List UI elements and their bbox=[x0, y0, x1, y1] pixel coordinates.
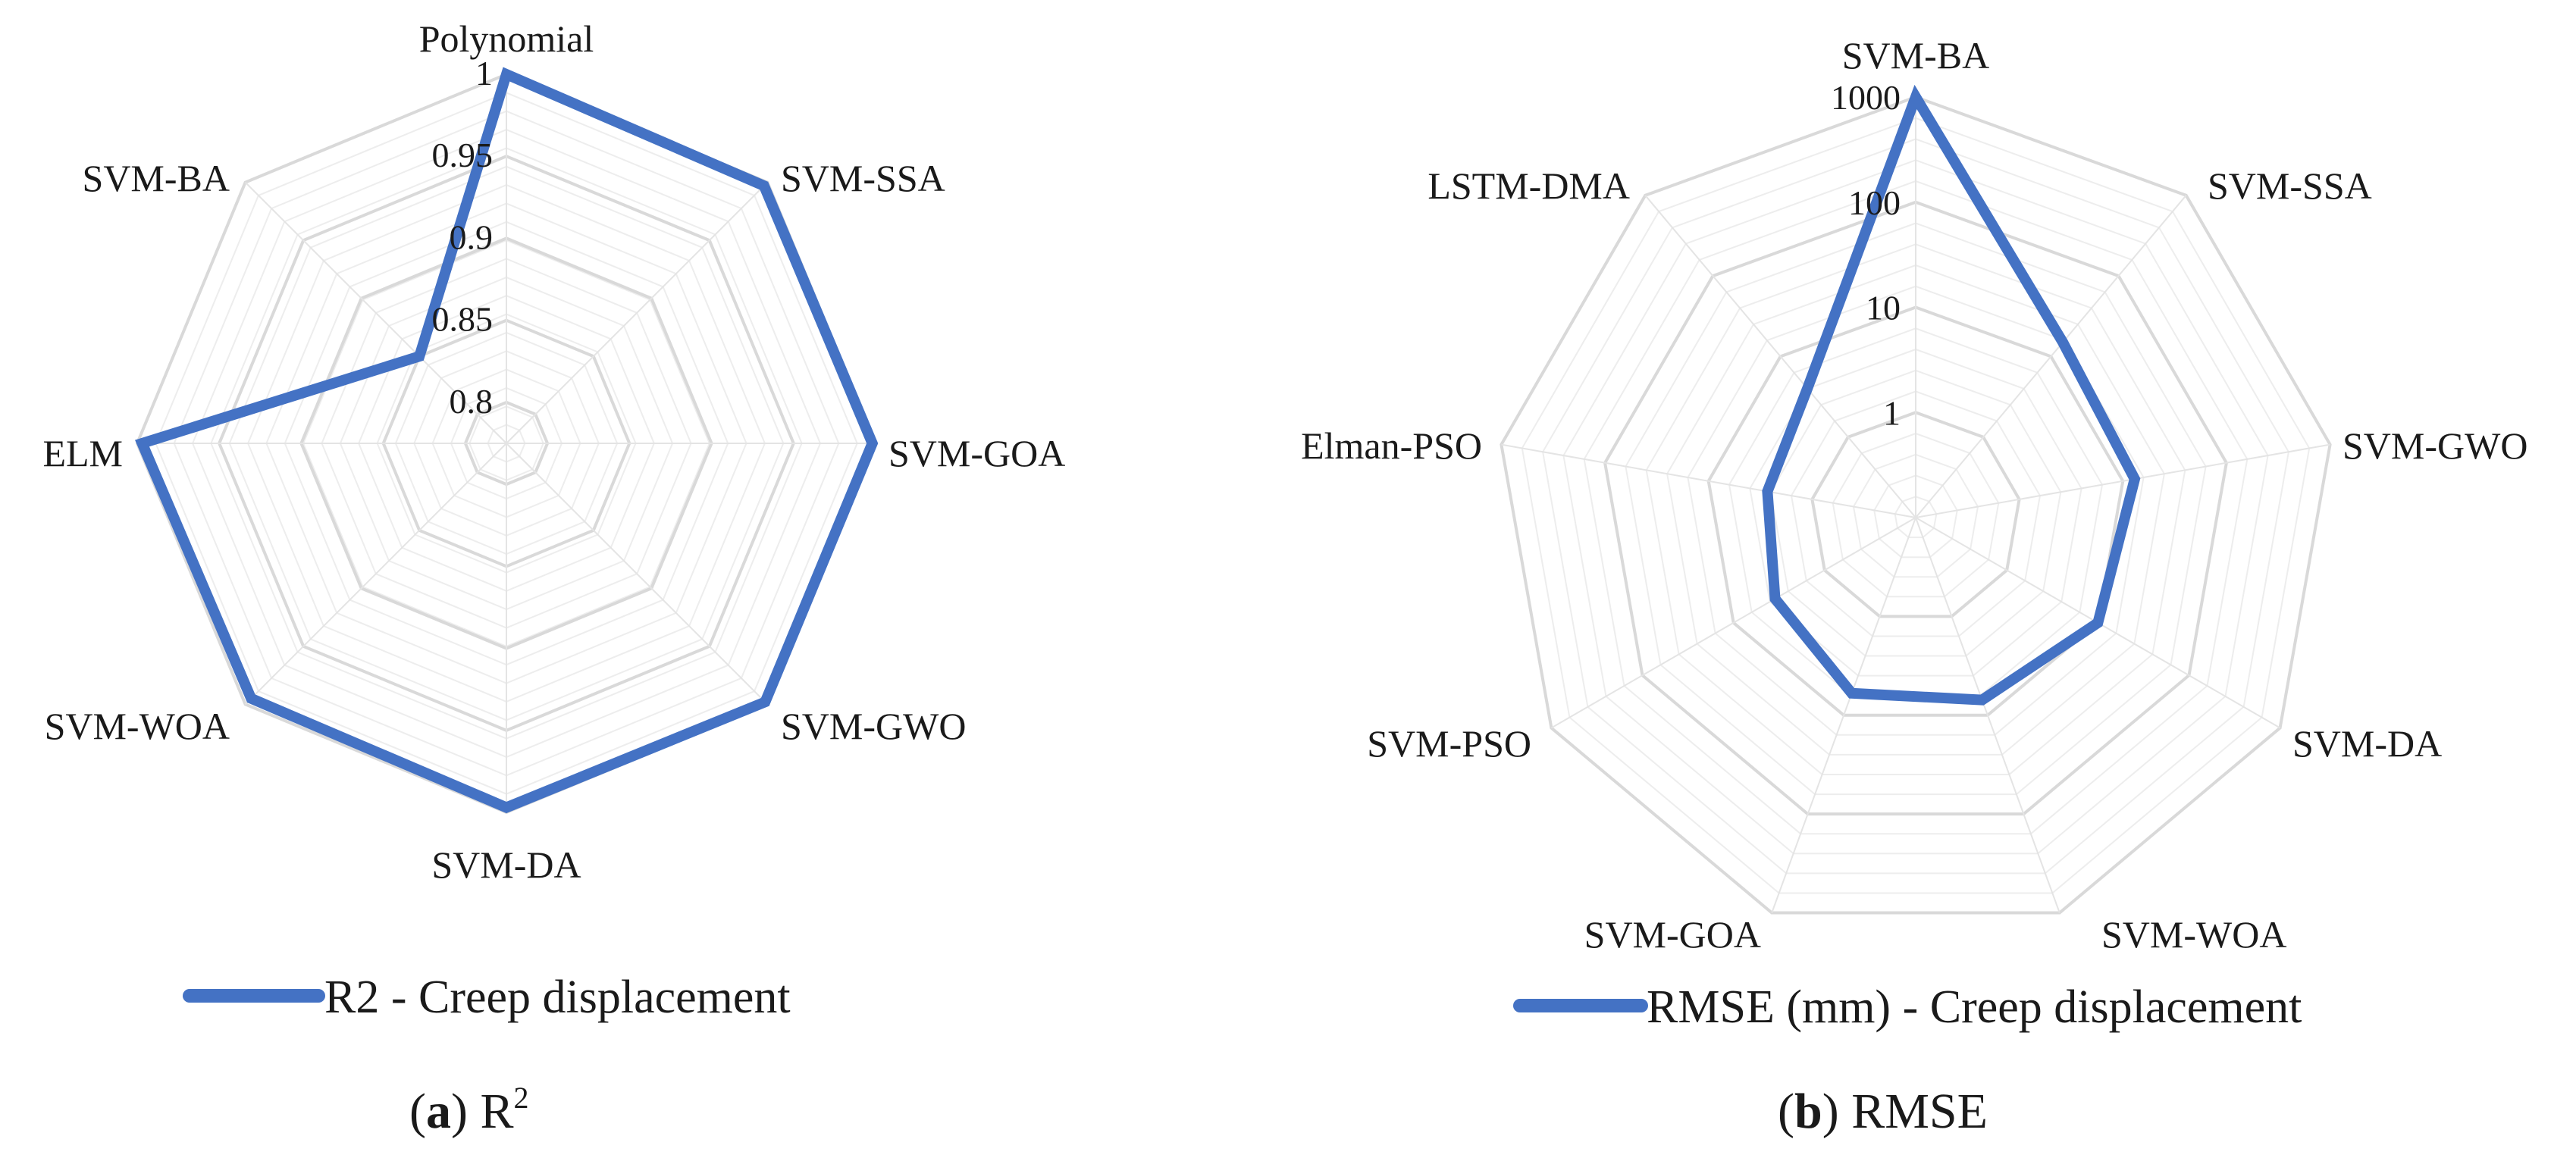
tick-label: 0.85 bbox=[432, 300, 494, 339]
series-point bbox=[1807, 387, 1809, 390]
grid-ring-minor bbox=[1687, 285, 2145, 736]
series-line bbox=[1762, 84, 2141, 706]
grid-ring-minor bbox=[1873, 474, 1958, 559]
tick-label: 100 bbox=[1848, 183, 1901, 222]
axis-label: SVM-BA bbox=[83, 157, 230, 199]
caption-letter-a: a bbox=[426, 1084, 451, 1139]
grid-ring-minor bbox=[1625, 222, 2207, 796]
tick-label: 1 bbox=[475, 54, 493, 92]
grid-ring-minor bbox=[1790, 390, 2042, 637]
grid-spoke bbox=[244, 443, 507, 706]
axis-label: SVM-WOA bbox=[2101, 913, 2286, 956]
grid-ring-minor bbox=[1832, 432, 2000, 598]
grid-ring-minor bbox=[1852, 453, 1979, 578]
axis-label: ELM bbox=[42, 432, 123, 474]
caption-r2: (a) R2 bbox=[409, 1081, 529, 1139]
radar-series-r2 bbox=[135, 67, 879, 814]
radar-axis-labels-rmse: SVM-BA SVM-SSA SVM-GWO SVM-DA SVM-WOA SVM-GOA… bbox=[1301, 34, 2527, 956]
grid-ring-minor bbox=[1562, 159, 2269, 855]
axis-label: SVM-SSA bbox=[2208, 164, 2372, 207]
series-point bbox=[2062, 341, 2064, 343]
grid-ring-major bbox=[1706, 305, 2125, 717]
series-point bbox=[141, 443, 143, 444]
series-point bbox=[1851, 692, 1853, 694]
axis-label: SVM-GWO bbox=[2343, 424, 2527, 467]
tick-label: 0.8 bbox=[450, 382, 494, 421]
tick-label: 0.9 bbox=[450, 217, 494, 256]
series-point bbox=[764, 701, 766, 703]
series-point bbox=[250, 697, 252, 699]
grid-spoke bbox=[1915, 195, 2187, 518]
caption-text-a: R bbox=[480, 1084, 513, 1139]
tick-label: 10 bbox=[1866, 289, 1901, 327]
grid-spoke bbox=[1644, 195, 1916, 518]
radar-grid-rmse bbox=[1500, 95, 2332, 915]
grid-ring-minor bbox=[1894, 496, 1938, 539]
radar-tick-labels-rmse: 1 10 100 1000 bbox=[1831, 78, 1901, 432]
series-point bbox=[1915, 96, 1916, 98]
grid-ring-minor bbox=[1583, 180, 2249, 835]
grid-ring-minor bbox=[1769, 369, 2062, 657]
grid-ring-major bbox=[1603, 200, 2228, 816]
tick-label: 0.95 bbox=[432, 136, 494, 174]
caption-text-b: RMSE bbox=[1851, 1084, 1988, 1139]
axis-label: Elman-PSO bbox=[1301, 424, 1482, 467]
radar-tick-labels-r2: 0.8 0.85 0.9 0.95 1 bbox=[432, 54, 494, 421]
legend-r2: R2 - Creep displacement bbox=[183, 972, 791, 1023]
grid-ring-minor bbox=[1542, 138, 2289, 875]
grid-spoke bbox=[1915, 517, 2060, 913]
grid-ring-major bbox=[1810, 411, 2021, 618]
legend-label-rmse: RMSE (mm) - Creep displacement bbox=[1647, 981, 2302, 1033]
radar-series-rmse bbox=[1762, 84, 2141, 706]
axis-label: SVM-BA bbox=[1842, 34, 1989, 77]
grid-ring-minor bbox=[1749, 348, 2082, 677]
radar-spokes-rmse bbox=[1501, 97, 2330, 913]
axis-label: LSTM-DMA bbox=[1427, 164, 1630, 207]
axis-label: SVM-DA bbox=[431, 843, 581, 886]
grid-spoke bbox=[506, 181, 769, 444]
axis-label: SVM-PSO bbox=[1367, 722, 1531, 765]
series-point bbox=[2097, 621, 2099, 624]
series-point bbox=[418, 355, 421, 358]
grid-spoke bbox=[1915, 443, 2330, 518]
axis-label: SVM-SSA bbox=[781, 157, 945, 199]
legend-rmse: RMSE (mm) - Creep displacement bbox=[1513, 981, 2302, 1033]
radar-spokes-r2 bbox=[137, 74, 876, 812]
axis-label: SVM-GOA bbox=[1584, 913, 1761, 956]
legend-label-r2: R2 - Creep displacement bbox=[324, 972, 791, 1023]
caption-letter-b: b bbox=[1794, 1084, 1822, 1139]
series-point bbox=[871, 443, 873, 444]
series-line bbox=[135, 67, 879, 814]
series-point bbox=[1981, 699, 1983, 701]
series-point bbox=[506, 806, 507, 809]
caption-rmse: (b) RMSE bbox=[1778, 1084, 1988, 1139]
series-point bbox=[506, 74, 507, 75]
grid-spoke bbox=[1501, 443, 1916, 518]
axis-label: SVM-WOA bbox=[45, 705, 230, 747]
grid-spoke bbox=[244, 181, 507, 444]
grid-ring-minor bbox=[1666, 264, 2165, 756]
axis-label: SVM-GOA bbox=[888, 432, 1065, 474]
grid-ring-major bbox=[1500, 95, 2332, 915]
axis-label: SVM-DA bbox=[2292, 722, 2442, 765]
tick-label: 1000 bbox=[1831, 78, 1901, 117]
caption-sup-a: 2 bbox=[514, 1081, 529, 1115]
grid-ring-minor bbox=[1645, 243, 2186, 775]
tick-label: 1 bbox=[1883, 393, 1901, 432]
axis-label: SVM-GWO bbox=[781, 705, 966, 747]
grid-ring-minor bbox=[1521, 117, 2311, 894]
series-point bbox=[1766, 490, 1769, 493]
grid-spoke bbox=[506, 443, 769, 706]
grid-spoke bbox=[1550, 517, 1916, 729]
series-point bbox=[1774, 598, 1776, 600]
grid-spoke bbox=[1771, 517, 1916, 913]
axis-label: Polynomial bbox=[419, 17, 594, 60]
series-point bbox=[2133, 478, 2136, 480]
series-point bbox=[763, 185, 765, 187]
